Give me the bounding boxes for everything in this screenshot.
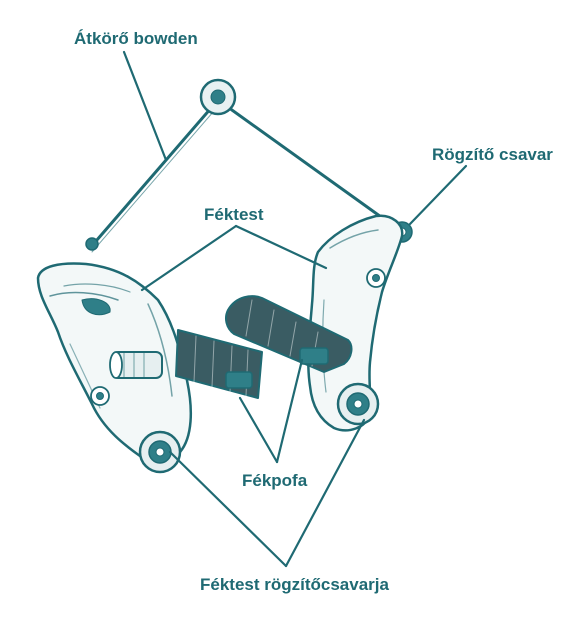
label-arm-mount-bolt: Féktest rögzítőcsavarja bbox=[200, 575, 389, 594]
v-brake-illustration bbox=[36, 78, 413, 474]
label-brake-arm: Féktest bbox=[204, 205, 264, 224]
right-brake-arm-drawing bbox=[307, 214, 404, 432]
leader-brake-arm-left bbox=[140, 224, 238, 292]
leader-cable-crossover bbox=[122, 50, 168, 162]
left-brake-pad-drawing bbox=[175, 329, 263, 399]
leader-lines bbox=[122, 50, 468, 568]
leader-brake-pad-right bbox=[275, 358, 304, 464]
left-brake-arm-drawing bbox=[36, 262, 193, 474]
leader-fixing-screw bbox=[408, 164, 468, 226]
label-brake-pad: Fékpofa bbox=[242, 471, 308, 490]
label-fixing-screw: Rögzítő csavar bbox=[432, 145, 553, 164]
leader-mount-bolt-left bbox=[168, 450, 288, 568]
leader-brake-pad-left bbox=[238, 396, 279, 464]
leader-brake-arm-right bbox=[234, 224, 328, 270]
leader-mount-bolt-right bbox=[284, 418, 366, 568]
label-cable-crossover: Átkörő bowden bbox=[74, 29, 198, 48]
right-brake-pad-drawing bbox=[225, 295, 353, 373]
